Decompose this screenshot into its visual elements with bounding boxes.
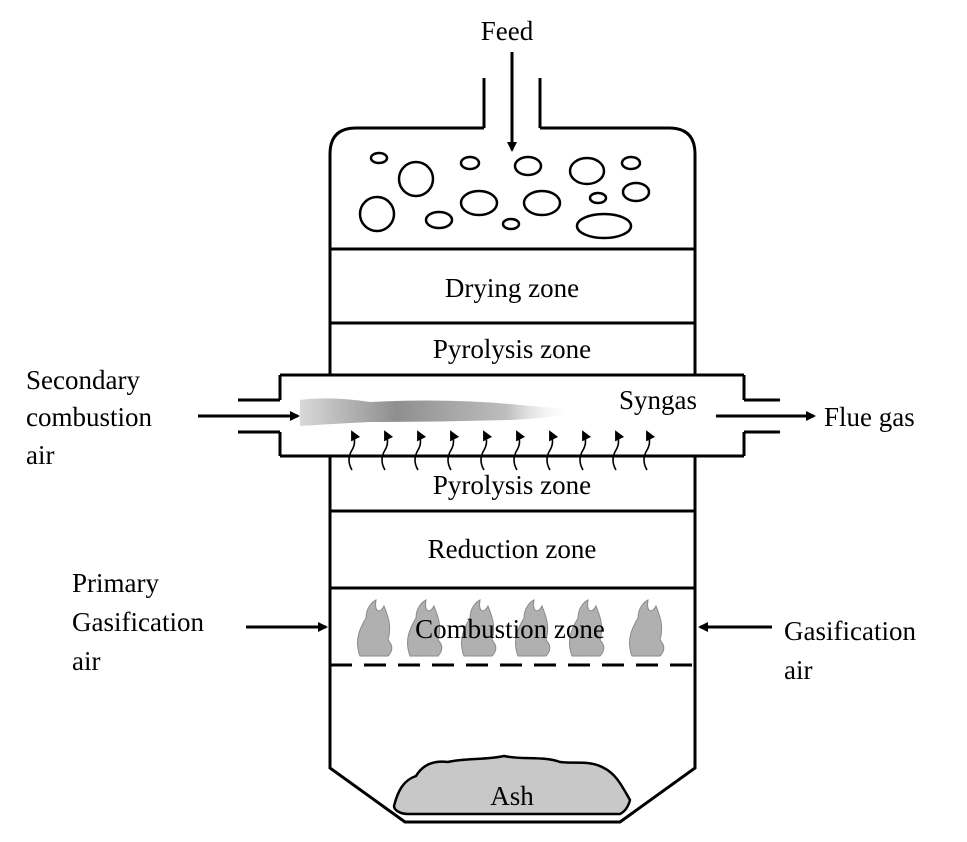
gasifier-vessel [328,126,697,824]
ash-pile [392,754,632,816]
primary-air-label-line1: Primary [72,568,159,598]
syngas-plume [300,398,575,426]
reduction-zone-label: Reduction zone [428,534,597,564]
pyrolysis-zone-lower-label: Pyrolysis zone [433,470,591,500]
flue-gas-label: Flue gas [824,402,915,432]
primary-air-label-line2: Gasification [72,607,204,637]
combustion-zone-label: Combustion zone [415,614,605,644]
feed-chute [482,78,542,128]
secondary-air-nozzle [238,398,280,434]
pyrolysis-zone-upper-label: Pyrolysis zone [433,334,591,364]
primary-air-label-line3: air [72,646,100,676]
secondary-air-label-line1: Secondary [26,365,140,395]
flue-gas-nozzle [744,398,780,434]
syngas-label: Syngas [619,385,697,415]
zone-dividers [330,247,695,590]
ash-label: Ash [490,781,534,811]
feed-label: Feed [481,16,534,46]
secondary-air-label-line3: air [26,440,54,470]
gasification-air-label-line1: Gasification [784,616,916,646]
syngas-chamber [278,373,746,458]
gasification-air-label-line2: air [784,655,812,685]
combustion-flames [357,599,665,657]
secondary-air-label-line2: combustion [26,402,152,432]
feed-particles [358,151,651,240]
drying-zone-label: Drying zone [445,273,579,303]
syngas-rising-arrows [348,430,656,471]
